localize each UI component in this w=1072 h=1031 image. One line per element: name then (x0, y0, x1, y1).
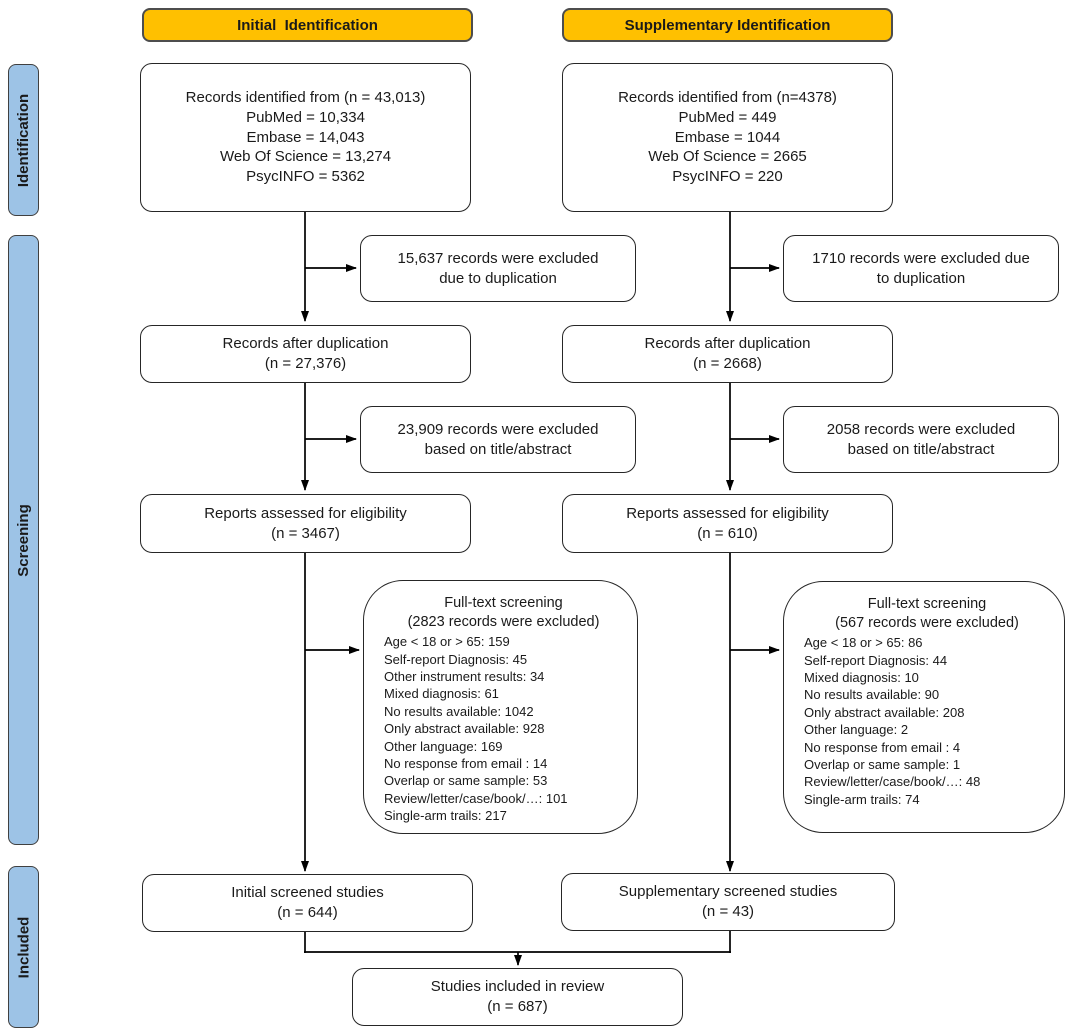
after-dup-line2: (n = 2668) (693, 355, 762, 372)
after-dup-line2: (n = 27,376) (264, 355, 347, 372)
header-supplementary-identification: Supplementary Identification (562, 8, 893, 42)
ta-excluded-line1: 2058 records were excluded (826, 420, 1016, 438)
excluded-line2: due to duplication (439, 269, 557, 287)
records-title: Records identified from (n=4378) (618, 89, 837, 106)
box-initial-title-abstract-excluded: 23,909 records were excluded based on ti… (360, 406, 636, 473)
box-supplementary-records-after-duplication: Records after duplication (n = 2668) (562, 325, 893, 383)
exclusion-reason: Overlap or same sample: 1 (804, 756, 961, 772)
stage-label-included: Included (8, 866, 39, 1028)
box-initial-reports-assessed: Reports assessed for eligibility (n = 34… (140, 494, 471, 553)
box-supplementary-fulltext-screening: Full-text screening (567 records were ex… (783, 581, 1065, 833)
box-supplementary-duplication-excluded: 1710 records were excluded due to duplic… (783, 235, 1059, 302)
source-web-of-science: Web Of Science = 13,274 (219, 148, 392, 166)
fulltext-exclusion-list: Age < 18 or > 65: 159 Self-report Diagno… (384, 633, 623, 824)
fulltext-title: Full-text screening (867, 596, 987, 612)
box-initial-screened-studies: Initial screened studies (n = 644) (142, 874, 473, 932)
exclusion-reason: Only abstract available: 928 (384, 721, 545, 737)
ta-excluded-line2: based on title/abstract (424, 440, 572, 458)
exclusion-reason: Mixed diagnosis: 61 (384, 686, 499, 702)
fulltext-subtitle: (567 records were excluded) (835, 614, 1019, 631)
exclusion-reason: No results available: 90 (804, 687, 940, 703)
source-psycinfo: PsycINFO = 220 (672, 168, 783, 186)
assessed-line1: Reports assessed for eligibility (626, 504, 829, 522)
screened-line2: (n = 644) (277, 904, 338, 921)
assessed-line1: Reports assessed for eligibility (204, 504, 407, 522)
box-supplementary-records-identified: Records identified from (n=4378) PubMed … (562, 63, 893, 212)
exclusion-reason: No results available: 1042 (384, 703, 534, 719)
stage-label-identification: Identification (8, 64, 39, 216)
box-studies-included-in-review: Studies included in review (n = 687) (352, 968, 683, 1026)
screened-line1: Supplementary screened studies (618, 883, 838, 901)
box-initial-records-after-duplication: Records after duplication (n = 27,376) (140, 325, 471, 383)
exclusion-reason: Review/letter/case/book/…: 101 (384, 790, 568, 806)
source-embase: Embase = 1044 (674, 128, 781, 146)
ta-excluded-line2: based on title/abstract (847, 440, 995, 458)
exclusion-reason: Age < 18 or > 65: 86 (804, 635, 923, 651)
excluded-line2: to duplication (876, 269, 966, 287)
exclusion-reason: Age < 18 or > 65: 159 (384, 634, 510, 650)
source-psycinfo: PsycINFO = 5362 (246, 168, 365, 186)
exclusion-reason: Only abstract available: 208 (804, 704, 965, 720)
header-initial-identification: Initial Identification (142, 8, 473, 42)
exclusion-reason: Overlap or same sample: 53 (384, 773, 548, 789)
exclusion-reason: No response from email : 14 (384, 755, 548, 771)
ta-excluded-line1: 23,909 records were excluded (397, 420, 599, 438)
exclusion-reason: Single-arm trails: 74 (804, 791, 920, 807)
assessed-line2: (n = 3467) (271, 524, 340, 542)
box-initial-fulltext-screening: Full-text screening (2823 records were e… (363, 580, 638, 834)
exclusion-reason: Review/letter/case/book/…: 48 (804, 774, 981, 790)
box-initial-records-identified: Records identified from (n = 43,013) Pub… (140, 63, 471, 212)
source-pubmed: PubMed = 449 (678, 108, 777, 126)
stage-label-identification-text: Identification (15, 93, 32, 187)
stage-label-screening: Screening (8, 235, 39, 845)
records-title: Records identified from (n = 43,013) (185, 89, 426, 106)
stage-label-screening-text: Screening (15, 503, 32, 577)
fulltext-title: Full-text screening (444, 595, 563, 611)
exclusion-reason: No response from email : 4 (804, 739, 961, 755)
fulltext-subtitle: (2823 records were excluded) (407, 613, 600, 630)
exclusion-reason: Self-report Diagnosis: 44 (804, 652, 948, 668)
fulltext-exclusion-list: Age < 18 or > 65: 86 Self-report Diagnos… (804, 634, 1050, 808)
stage-label-included-text: Included (15, 916, 33, 978)
included-line1: Studies included in review (430, 978, 605, 996)
after-dup-line1: Records after duplication (644, 335, 811, 353)
excluded-line1: 15,637 records were excluded (397, 249, 599, 267)
screened-line1: Initial screened studies (231, 884, 384, 902)
screened-line2: (n = 43) (701, 903, 755, 920)
exclusion-reason: Self-report Diagnosis: 45 (384, 651, 528, 667)
exclusion-reason: Single-arm trails: 217 (384, 808, 507, 824)
box-initial-duplication-excluded: 15,637 records were excluded due to dupl… (360, 235, 636, 302)
box-supplementary-reports-assessed: Reports assessed for eligibility (n = 61… (562, 494, 893, 553)
source-pubmed: PubMed = 10,334 (246, 108, 365, 126)
box-supplementary-screened-studies: Supplementary screened studies (n = 43) (561, 873, 895, 931)
source-web-of-science: Web Of Science = 2665 (648, 148, 807, 166)
exclusion-reason: Other language: 2 (804, 722, 909, 738)
assessed-line2: (n = 610) (697, 524, 758, 542)
after-dup-line1: Records after duplication (222, 335, 389, 353)
excluded-line1: 1710 records were excluded due (812, 249, 1030, 267)
exclusion-reason: Mixed diagnosis: 10 (804, 669, 919, 685)
box-supplementary-title-abstract-excluded: 2058 records were excluded based on titl… (783, 406, 1059, 473)
exclusion-reason: Other instrument results: 34 (384, 668, 545, 684)
included-line2: (n = 687) (487, 998, 548, 1015)
exclusion-reason: Other language: 169 (384, 738, 503, 754)
source-embase: Embase = 14,043 (246, 128, 365, 146)
